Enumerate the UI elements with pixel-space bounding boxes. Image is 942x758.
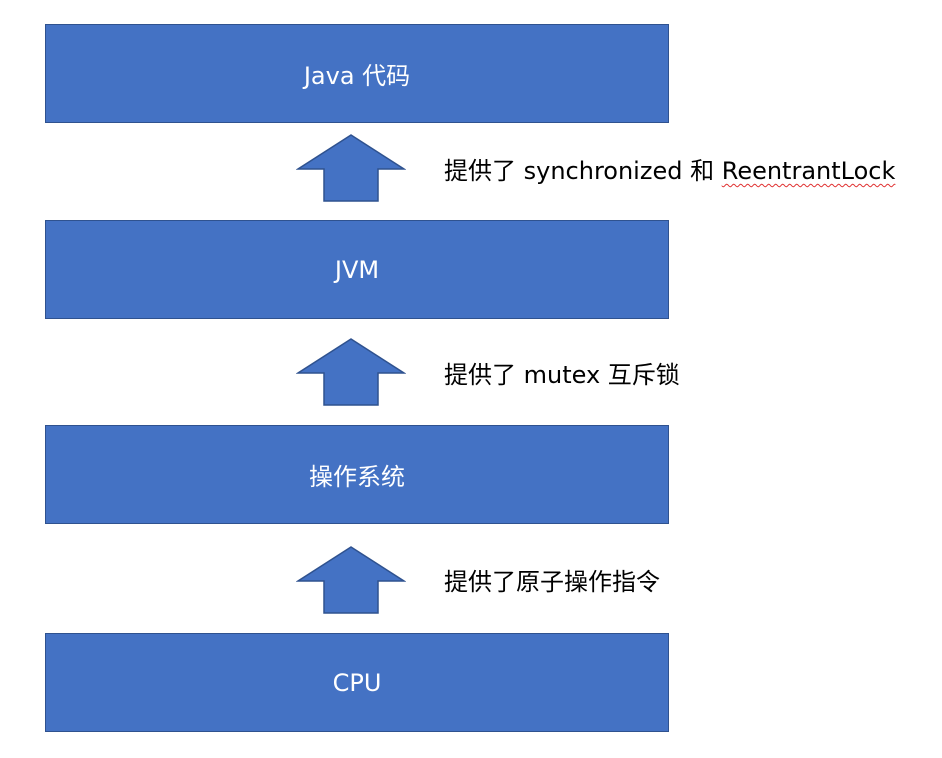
up-arrow-icon [296,338,406,406]
arrow-label: 提供了原子操作指令 [444,567,660,597]
arrow-label-text: 提供了原子操作指令 [444,568,660,596]
up-arrow-icon [296,134,406,202]
layer-box-java-code: Java 代码 [45,24,669,123]
layer-label: CPU [332,668,382,697]
arrow-label-text: 提供了 mutex 互斥锁 [444,361,680,389]
arrow-label-text: 提供了 synchronized 和 [444,157,722,185]
layer-label: 操作系统 [309,463,405,491]
arrow-label: 提供了 mutex 互斥锁 [444,360,680,390]
layer-box-cpu: CPU [45,633,669,732]
up-arrow-icon [296,546,406,614]
layer-box-jvm: JVM [45,220,669,319]
arrow-label-flagged-word: ReentrantLock [721,157,896,185]
layer-box-operating-system: 操作系统 [45,425,669,524]
layer-label: JVM [334,255,380,284]
arrow-label: 提供了 synchronized 和 ReentrantLock [444,156,895,186]
layer-label: Java 代码 [303,62,411,90]
